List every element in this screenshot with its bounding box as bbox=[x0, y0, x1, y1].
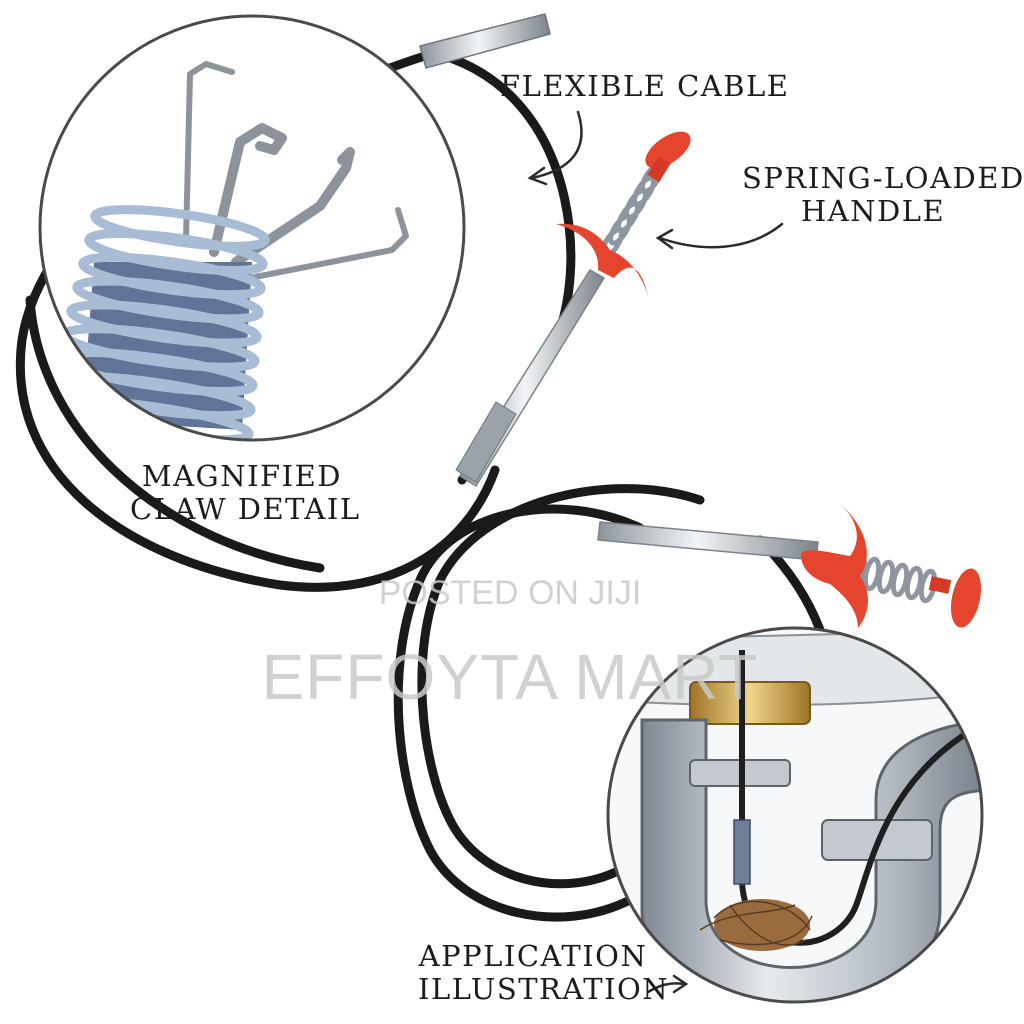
arrow-icon bbox=[655, 222, 784, 250]
spring-loaded-label-line1: SPRING-LOADED bbox=[742, 161, 1024, 195]
claw-spring bbox=[42, 205, 270, 440]
application-label-line1: APPLICATION bbox=[418, 939, 648, 973]
claw-prongs bbox=[183, 61, 409, 281]
magnified-claw-label-line2: CLAW DETAIL bbox=[130, 492, 361, 526]
claw-detail-circle bbox=[38, 14, 466, 442]
flexible-cable-label: FLEXIBLE CABLE bbox=[500, 69, 790, 103]
watermark-posted-on-jiji: POSTED ON JIJI bbox=[378, 574, 642, 612]
spring-loaded-handle-label: SPRING-LOADED HANDLE bbox=[742, 161, 1024, 228]
arrow-icon bbox=[527, 110, 583, 186]
watermark-store-name: EFFOYTA MART bbox=[261, 641, 759, 713]
upper-handle bbox=[455, 131, 691, 488]
lower-handle bbox=[597, 504, 982, 628]
arrow-icon bbox=[646, 974, 689, 994]
spring-loaded-label-line2: HANDLE bbox=[800, 194, 946, 228]
magnified-claw-label: MAGNIFIED CLAW DETAIL bbox=[130, 459, 361, 526]
flexible-cable-label-text: FLEXIBLE CABLE bbox=[500, 69, 790, 103]
magnified-claw-label-line1: MAGNIFIED bbox=[141, 459, 343, 493]
clog-hair bbox=[699, 899, 813, 951]
application-illustration-label: APPLICATION ILLUSTRATION bbox=[418, 939, 670, 1006]
application-label-line2: ILLUSTRATION bbox=[418, 972, 670, 1006]
